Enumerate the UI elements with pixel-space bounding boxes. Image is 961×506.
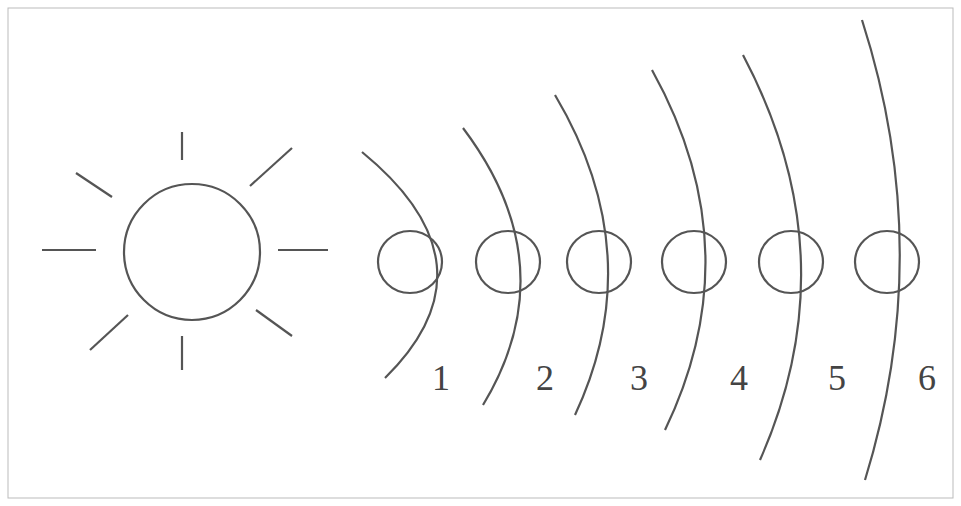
sun-ray — [250, 148, 292, 186]
sun-ray — [181, 336, 183, 370]
callout-number: 4 — [730, 358, 748, 398]
wave-arc — [555, 95, 608, 415]
sun-ray — [278, 249, 328, 251]
callout-number: 1 — [432, 358, 450, 398]
callout-number: 5 — [828, 358, 846, 398]
wave-arc — [743, 55, 801, 460]
wave-arc — [362, 152, 437, 378]
planet-circles — [378, 231, 919, 293]
sun-symbol — [42, 132, 328, 370]
planet-circle — [476, 231, 540, 293]
frame — [8, 8, 953, 498]
sun-disc — [124, 184, 260, 320]
callout-number: 3 — [630, 358, 648, 398]
sun-ray — [256, 310, 292, 336]
sun-ray — [76, 173, 112, 197]
planet-circle — [855, 231, 919, 293]
callout-number: 2 — [536, 358, 554, 398]
sun-ray — [42, 249, 96, 251]
planet-circle — [662, 231, 726, 293]
wave-arcs — [362, 20, 900, 480]
wave-arc — [862, 20, 900, 480]
sun-ray — [181, 132, 183, 160]
planet-circle — [378, 231, 442, 293]
sun-ray — [90, 315, 128, 350]
planet-circle — [759, 231, 823, 293]
wave-arc — [652, 70, 705, 430]
planet-circle — [567, 231, 631, 293]
callout-number: 6 — [918, 358, 936, 398]
wave-arc — [463, 128, 521, 405]
